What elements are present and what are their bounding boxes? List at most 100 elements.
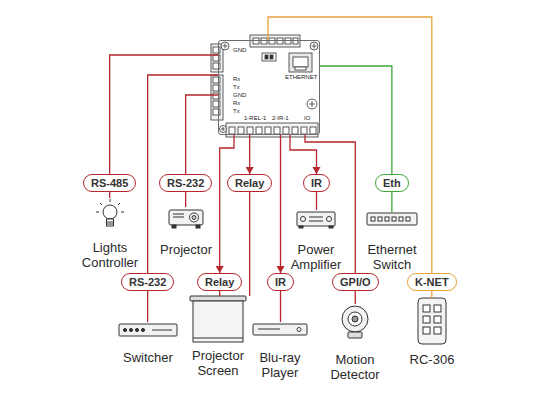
icon-part <box>221 127 225 131</box>
projector-icon <box>169 210 203 228</box>
icon-part <box>423 305 430 312</box>
device: Blu-ray Player <box>245 322 315 380</box>
icon-part <box>352 316 358 322</box>
connector-line <box>186 95 218 174</box>
icon-part <box>218 40 320 135</box>
icon-part <box>399 217 403 221</box>
blu-ray-player-icon <box>253 324 307 335</box>
pin-label: Tx <box>233 84 240 91</box>
device-name: Ethernet Switch <box>357 242 427 272</box>
icon-part <box>269 38 275 44</box>
pin-label: Rx <box>233 100 240 107</box>
icon-part <box>119 324 177 336</box>
port-label: ETHERNET <box>285 74 317 81</box>
connector-line <box>109 192 110 198</box>
icon-part <box>434 305 441 312</box>
pin-label: 1-REL-1 <box>244 115 266 122</box>
power-amplifier-icon <box>297 212 335 228</box>
icon-part <box>277 38 283 44</box>
arrowhead <box>277 266 285 273</box>
icon-part <box>192 216 196 220</box>
connector <box>186 95 218 174</box>
projector-screen-icon <box>190 296 246 342</box>
icon-part <box>193 301 243 342</box>
device-name: Projector Screen <box>183 348 253 378</box>
icon-part <box>293 38 298 44</box>
icon-part <box>327 217 332 222</box>
pin-label: IO <box>304 115 310 122</box>
connector <box>185 192 186 207</box>
connector <box>109 192 110 198</box>
device: Lights Controller <box>72 198 148 270</box>
icon-part <box>152 330 172 331</box>
controller-board <box>211 35 320 137</box>
icon-part <box>292 127 298 134</box>
pin-label: Rx <box>233 76 240 83</box>
signal-name: K-NET <box>415 276 449 288</box>
pin-label: GND <box>233 47 246 54</box>
connector <box>216 135 234 273</box>
icon-part <box>221 42 229 50</box>
device: Motion Detector <box>320 304 390 382</box>
connector <box>431 291 432 298</box>
connector-line <box>320 66 392 174</box>
device: Projector Screen <box>183 296 253 378</box>
device-name: Switcher <box>113 350 183 365</box>
connector <box>316 192 317 210</box>
signal-name: IR <box>275 276 286 288</box>
icon-part <box>229 127 235 134</box>
signal-tag: GPI/O <box>332 273 379 291</box>
light-bulb-icon <box>96 199 124 226</box>
signal-tag: IR <box>267 273 294 291</box>
device-name: Motion Detector <box>320 352 390 382</box>
connector <box>391 192 392 212</box>
device: Projector <box>151 207 221 257</box>
arrowhead <box>246 167 254 174</box>
icon-part <box>253 38 259 44</box>
icon-part <box>274 127 280 134</box>
signal-tag: RS-485 <box>83 174 136 192</box>
device: Switcher <box>113 322 183 365</box>
connector <box>249 192 250 296</box>
icon-part <box>223 44 228 49</box>
connector <box>280 291 281 322</box>
icon-part <box>297 212 335 226</box>
icon-part <box>190 213 199 222</box>
device-name: RC-306 <box>397 352 467 367</box>
icon-part <box>285 38 291 44</box>
connector <box>147 291 148 322</box>
signal-name: Relay <box>235 177 264 189</box>
icon-part <box>423 327 430 334</box>
connector-line <box>249 192 250 296</box>
icon-part <box>96 199 124 212</box>
signal-name: RS-485 <box>91 177 128 189</box>
pin-label: GND <box>233 92 246 99</box>
icon-part <box>253 324 307 335</box>
icon-part <box>342 306 368 332</box>
icon-part <box>211 75 223 120</box>
connector-line <box>316 192 317 210</box>
icon-part <box>123 328 126 331</box>
device-name: Lights Controller <box>72 240 148 270</box>
pin-label: Tx <box>233 108 240 115</box>
device-name: Projector <box>151 242 221 257</box>
icon-part <box>309 217 323 221</box>
connector-line <box>431 291 432 298</box>
icon-part <box>348 312 362 326</box>
motion-detector-icon <box>342 306 368 338</box>
connector-line <box>147 291 148 322</box>
icon-part <box>289 53 312 72</box>
remote-keypad-icon <box>418 298 446 344</box>
icon-part <box>250 35 300 47</box>
icon-part <box>299 226 303 228</box>
icon-part <box>220 126 227 133</box>
connector <box>268 17 432 273</box>
icon-part <box>172 225 176 228</box>
connector <box>110 55 218 174</box>
device: Power Amplifier <box>281 210 351 272</box>
icon-part <box>297 328 301 332</box>
connector-line <box>110 55 218 174</box>
icon-part <box>107 222 113 224</box>
connector <box>320 66 392 174</box>
icon-part <box>265 127 271 134</box>
